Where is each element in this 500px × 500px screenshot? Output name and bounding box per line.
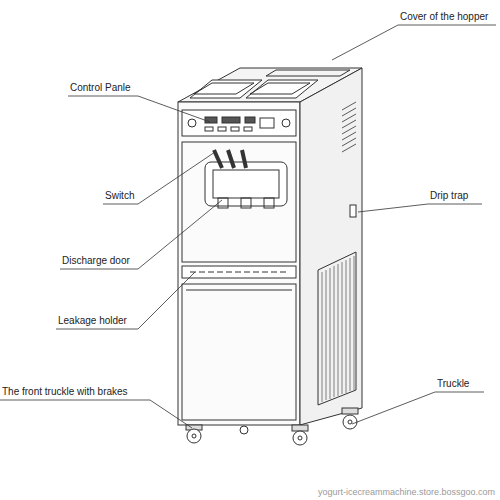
part-label: Leakage holder — [58, 315, 127, 327]
part-label: Cover of the hopper — [400, 11, 488, 23]
part-label: Switch — [105, 190, 134, 202]
part-label: Truckle — [437, 378, 469, 390]
part-label: Control Panle — [70, 82, 131, 94]
part-label: Discharge door — [62, 255, 130, 267]
watermark: yogurt-icecreammachine.store.bossgoo.com — [318, 486, 495, 498]
part-label: Drip trap — [430, 190, 468, 202]
part-label: The front truckle with brakes — [2, 386, 128, 398]
